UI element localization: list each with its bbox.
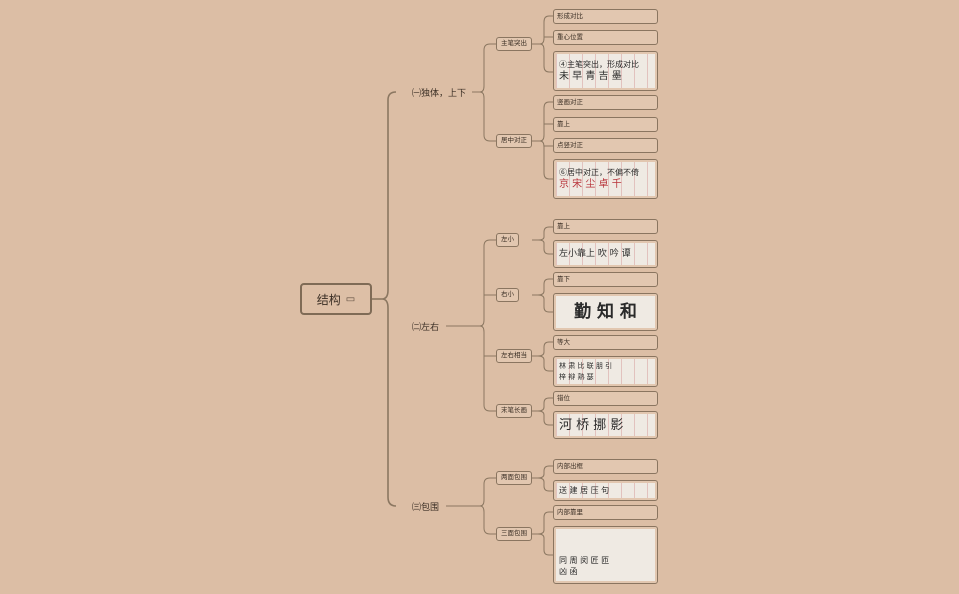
bracket-zhubi xyxy=(532,15,553,73)
leaf-shuhua-duizheng[interactable]: 竖画对正 xyxy=(553,95,658,110)
image-youxiao-example[interactable]: 勤 知 和 xyxy=(553,293,658,331)
calligraphy-sample: 送 建 居 压 句 xyxy=(556,483,655,498)
branch-duti-shangxia[interactable]: ㈠独体，上下 xyxy=(412,88,467,98)
calligraphy-sample: 林 肃 比 联 朋 引 梓 辩 熟 瑟 xyxy=(556,359,655,384)
leaf-kaoxia[interactable]: 靠下 xyxy=(553,272,658,287)
node-liangmian-baowei[interactable]: 两面包围 xyxy=(496,471,532,485)
leaf-dengda[interactable]: 等大 xyxy=(553,335,658,350)
node-youxiao[interactable]: 右小 xyxy=(496,288,519,302)
image-sanmian-example[interactable]: 同 周 闵 匠 匝 凶 函 xyxy=(553,526,658,584)
bracket-mobi xyxy=(532,397,553,426)
leaf-cuowei[interactable]: 错位 xyxy=(553,391,658,406)
node-zuoyou-xiangdang[interactable]: 左右相当 xyxy=(496,349,532,363)
bracket-youxiao xyxy=(532,278,553,313)
leaf-neibu-kaoli[interactable]: 内部靠里 xyxy=(553,505,658,520)
note-icon[interactable]: ▭ xyxy=(345,293,356,305)
leaf-zuoxiao-kaoshang[interactable]: 靠上 xyxy=(553,219,658,234)
image-liangmian-example[interactable]: 送 建 居 压 句 xyxy=(553,480,658,501)
bracket-sanmian xyxy=(532,511,553,556)
bracket-branch-1 xyxy=(472,43,491,142)
calligraphy-sample: ④主笔突出，形成对比 未 早 青 吉 墨 xyxy=(556,54,655,88)
bracket-branch-2 xyxy=(446,239,491,412)
calligraphy-sample: 左小靠上 吹 吟 谭 xyxy=(556,243,655,265)
bracket-branch-3 xyxy=(446,477,491,535)
image-zuoxiao-example[interactable]: 左小靠上 吹 吟 谭 xyxy=(553,240,658,268)
image-juzhong-example[interactable]: ⑥居中对正，不偏不倚 京 宋 尘 卓 千 xyxy=(553,159,658,199)
bracket-xiangdang xyxy=(532,341,553,372)
node-mobi-changhua[interactable]: 末笔长画 xyxy=(496,404,532,418)
calligraphy-sample: 勤 知 和 xyxy=(556,296,655,328)
root-node[interactable]: 结构 ▭ xyxy=(300,283,372,315)
bracket-zuoxiao xyxy=(532,226,553,255)
leaf-kaoshang[interactable]: 靠上 xyxy=(553,117,658,132)
leaf-xingcheng-duibi[interactable]: 形成对比 xyxy=(553,9,658,24)
node-zuoxiao[interactable]: 左小 xyxy=(496,233,519,247)
level1-bracket xyxy=(381,91,397,507)
leaf-neibu-chukuang[interactable]: 内部出框 xyxy=(553,459,658,474)
leaf-dianshu-duizheng[interactable]: 点竖对正 xyxy=(553,138,658,153)
calligraphy-sample: 河 桥 挪 影 xyxy=(556,414,655,436)
calligraphy-sample: ⑥居中对正，不偏不倚 京 宋 尘 卓 千 xyxy=(556,162,655,196)
bracket-juzhong xyxy=(532,101,553,180)
node-zhubi-tuchu[interactable]: 主笔突出 xyxy=(496,37,532,51)
branch-zuoyou[interactable]: ㈡左右 xyxy=(412,322,440,332)
image-zhubi-example[interactable]: ④主笔突出，形成对比 未 早 青 吉 墨 xyxy=(553,51,658,91)
bracket-liangmian xyxy=(532,465,553,492)
leaf-zhongxin-weizhi[interactable]: 重心位置 xyxy=(553,30,658,45)
branch-baowei[interactable]: ㈢包围 xyxy=(412,502,440,512)
root-label: 结构 xyxy=(316,292,341,307)
calligraphy-sample: 同 周 闵 匠 匝 凶 函 xyxy=(556,529,655,581)
image-xiangdang-example[interactable]: 林 肃 比 联 朋 引 梓 辩 熟 瑟 xyxy=(553,356,658,387)
image-mobi-example[interactable]: 河 桥 挪 影 xyxy=(553,411,658,439)
node-sanmian-baowei[interactable]: 三面包围 xyxy=(496,527,532,541)
node-juzhong-duizheng[interactable]: 居中对正 xyxy=(496,134,532,148)
